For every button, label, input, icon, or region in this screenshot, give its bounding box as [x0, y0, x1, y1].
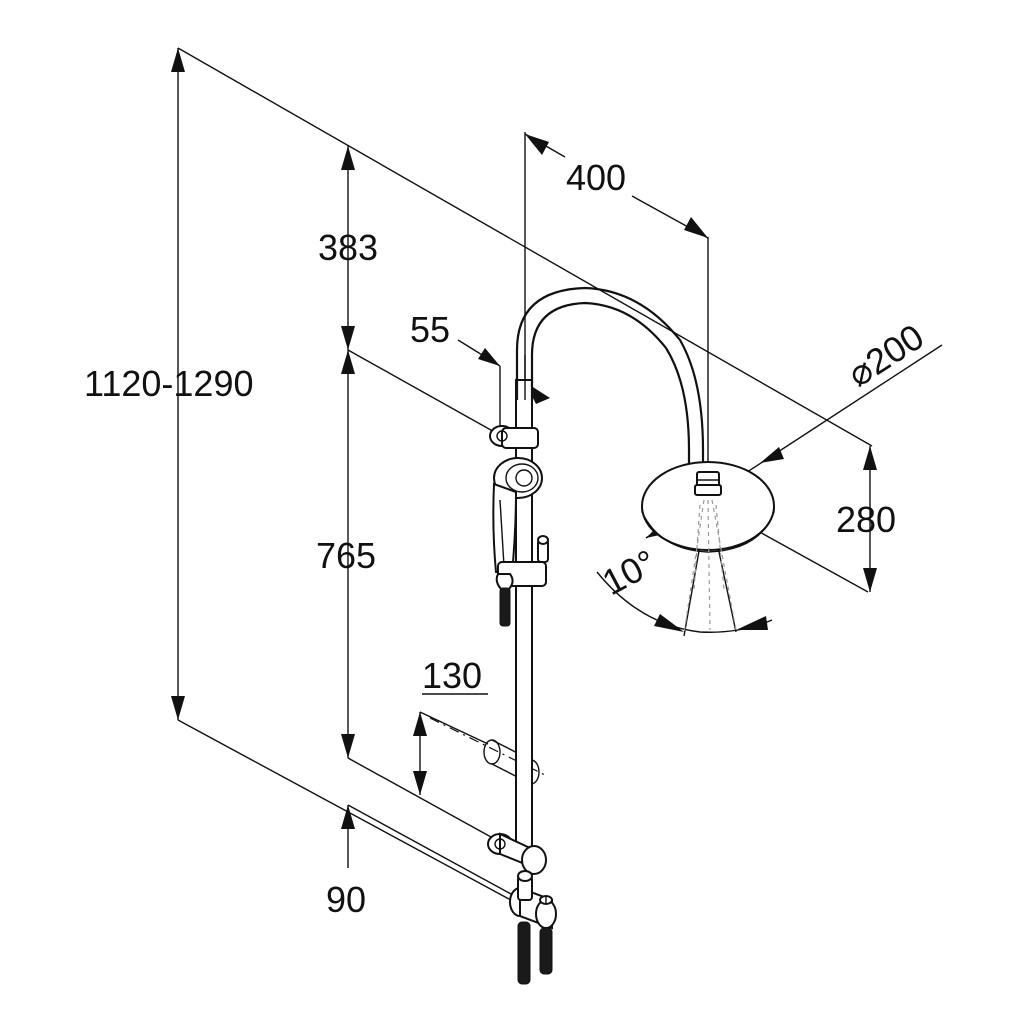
shower-rail: [515, 379, 533, 851]
label-head-diameter-value: 200: [858, 316, 931, 383]
supply-hoses: [517, 921, 553, 985]
overhead-arm: [515, 286, 705, 470]
label-arm-reach: 400: [566, 157, 626, 198]
label-upper-rail: 383: [318, 227, 378, 268]
diverter-valve: [509, 870, 557, 930]
dim-slide-range: [341, 350, 355, 758]
dim-bottom-offset: [341, 805, 355, 868]
overhead-shower-head: [641, 461, 775, 635]
label-head-height: 280: [836, 499, 896, 540]
dim-arm-reach: [524, 133, 709, 239]
hand-shower-slider: [495, 535, 549, 591]
extension-lines: [177, 47, 873, 906]
hand-shower-hose: [499, 587, 511, 627]
label-tilt-angle: 10°: [596, 541, 663, 603]
upper-bracket: [489, 425, 539, 449]
label-head-diameter: ⌀200: [840, 316, 931, 395]
label-wall-offset: 55: [410, 309, 450, 350]
label-bottom-offset: 90: [326, 879, 366, 920]
lower-bracket: [487, 832, 547, 875]
label-soap-dish-offset: 130: [422, 655, 482, 696]
label-total-height: 1120-1290: [84, 363, 254, 404]
dim-upper-rail: [341, 146, 355, 350]
dim-wall-offset: [457, 339, 550, 404]
dim-total-height: [171, 48, 185, 720]
dim-head-height: [863, 446, 877, 592]
label-slide-range: 765: [316, 535, 376, 576]
